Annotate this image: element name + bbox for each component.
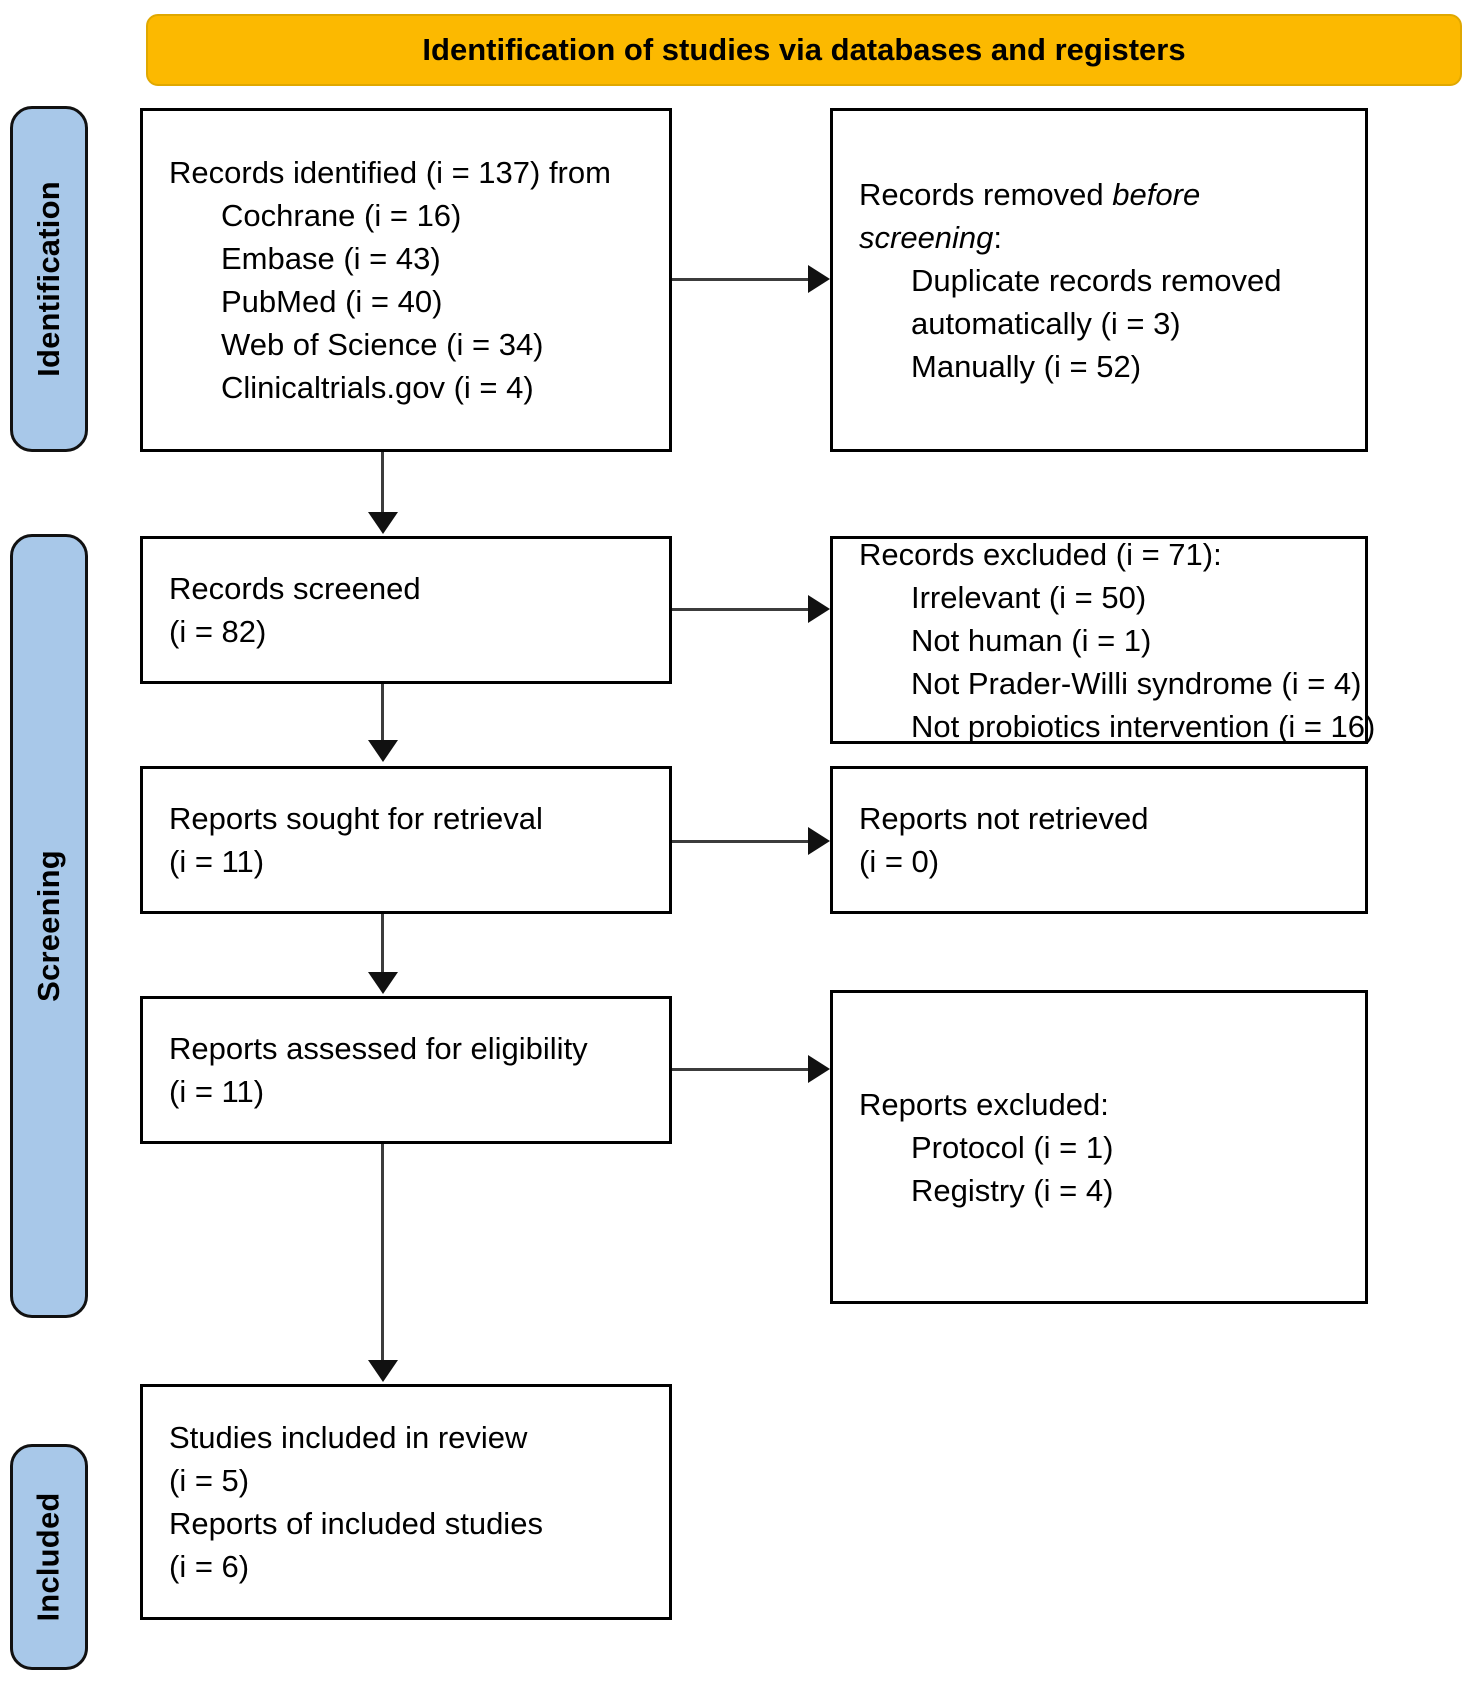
stage-label-included: Included [31,1492,66,1622]
connector-identified-to-screened [381,452,384,520]
box-line: Cochrane (i = 16) [221,198,462,233]
arrow-down-screened-to-sought [368,740,398,762]
box-line: Duplicate records removed [911,262,1282,298]
box-line: Records removed before [859,173,1339,216]
arrow-right-identified-to-removed [808,265,830,293]
connector-assessed-to-reports-excluded [672,1068,810,1071]
box-line: Protocol (i = 1) [911,1129,1114,1165]
box-line: Reports excluded: [859,1086,1109,1122]
box-reports-not-retrieved: Reports not retrieved (i = 0) [830,766,1368,914]
box-line: Records identified (i = 137) from [169,155,611,190]
stage-bar-included: Included [10,1444,88,1670]
box-reports-assessed-for-eligibility: Reports assessed for eligibility (i = 11… [140,996,672,1144]
box-records-removed-before-screening: Records removed before screening: Duplic… [830,108,1368,452]
stage-label-screening: Screening [31,850,66,1002]
box-line: Records excluded (i = 71): [859,536,1222,572]
box-line: Registry (i = 4) [911,1172,1114,1208]
box-line: (i = 6) [169,1549,250,1584]
box-line: (i = 0) [859,844,940,879]
box-line: Studies included in review [169,1420,528,1455]
connector-screened-to-sought [381,684,384,746]
box-line: Not human (i = 1) [911,622,1152,658]
diagram-title: Identification of studies via databases … [422,32,1186,67]
box-studies-included-in-review: Studies included in review (i = 5) Repor… [140,1384,672,1620]
connector-sought-to-assessed [381,914,384,978]
box-records-identified: Records identified (i = 137) from Cochra… [140,108,672,452]
connector-screened-to-excluded [672,608,810,611]
stage-bar-identification: Identification [10,106,88,452]
box-line: Reports not retrieved [859,801,1149,836]
box-line: (i = 11) [169,1074,265,1109]
arrow-right-sought-to-not-retrieved [808,827,830,855]
stage-label-identification: Identification [31,181,66,377]
box-line: Clinicaltrials.gov (i = 4) [221,370,534,405]
box-reports-excluded: Reports excluded: Protocol (i = 1) Regis… [830,990,1368,1304]
arrow-down-identified-to-screened [368,512,398,534]
box-reports-sought-for-retrieval: Reports sought for retrieval (i = 11) [140,766,672,914]
box-line: Not Prader-Willi syndrome (i = 4) [911,665,1362,701]
box-line-emphasis: screening [859,219,994,255]
diagram-header-banner: Identification of studies via databases … [146,14,1462,86]
box-line: Reports sought for retrieval [169,801,543,836]
box-records-excluded: Records excluded (i = 71): Irrelevant (i… [830,536,1375,744]
stage-bar-screening: Screening [10,534,88,1318]
box-line: Not probiotics intervention (i = 16) [911,708,1376,744]
arrow-down-assessed-to-included [368,1360,398,1382]
box-line: Reports of included studies [169,1506,543,1541]
box-line: Records screened [169,571,421,606]
box-line-suffix: : [993,219,1003,255]
box-line: PubMed (i = 40) [221,284,443,319]
connector-assessed-to-included [381,1144,384,1366]
box-line: Irrelevant (i = 50) [911,579,1147,615]
box-line: Web of Science (i = 34) [221,327,544,362]
box-line: (i = 11) [169,844,265,879]
box-line-text: Records removed [859,176,1113,212]
box-line: Reports assessed for eligibility [169,1031,588,1066]
connector-identified-to-removed [672,278,810,281]
box-line: screening: [859,216,1339,259]
box-records-screened: Records screened (i = 82) [140,536,672,684]
box-line: Embase (i = 43) [221,241,441,276]
box-line: Manually (i = 52) [911,348,1142,384]
box-line-emphasis: before [1112,176,1201,212]
connector-sought-to-not-retrieved [672,840,810,843]
arrow-right-assessed-to-reports-excluded [808,1055,830,1083]
arrow-right-screened-to-excluded [808,595,830,623]
box-line: (i = 82) [169,614,267,649]
box-line: (i = 5) [169,1463,250,1498]
arrow-down-sought-to-assessed [368,972,398,994]
box-line: automatically (i = 3) [911,305,1181,341]
